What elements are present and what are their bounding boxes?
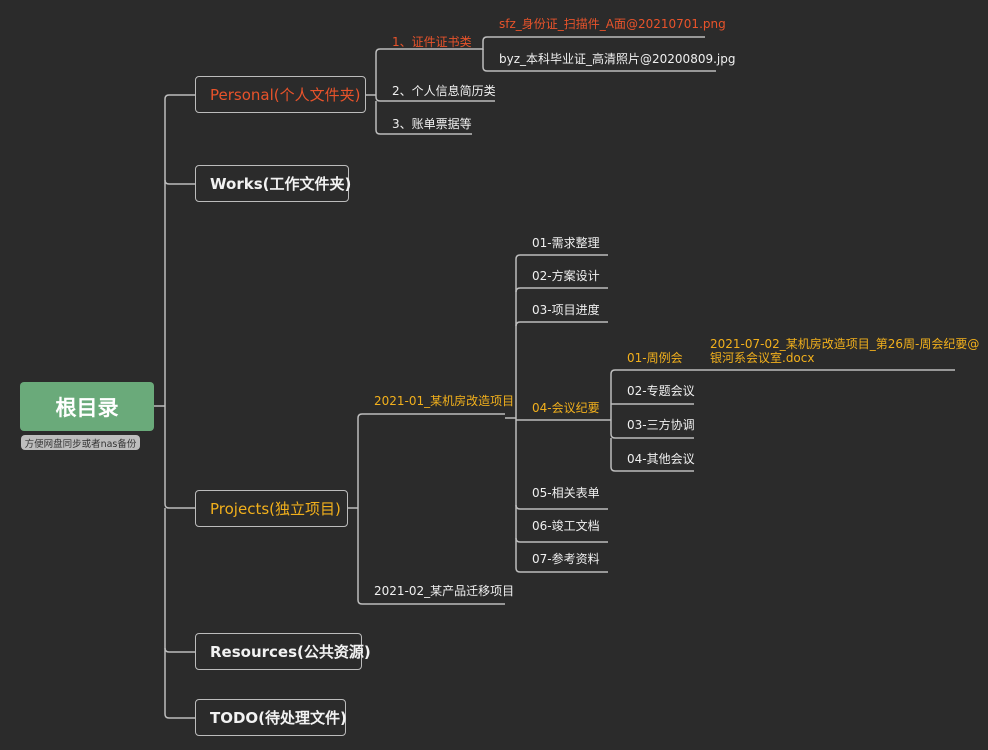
node-references[interactable]: 07-参考资料	[532, 552, 600, 566]
node-idcard-file[interactable]: sfz_身份证_扫描件_A面@20210701.png	[499, 17, 726, 31]
node-weekly-meeting[interactable]: 01-周例会	[627, 351, 683, 365]
node-topic-meeting[interactable]: 02-专题会议	[627, 384, 695, 398]
branch-projects[interactable]: Projects(独立项目)	[195, 490, 348, 527]
node-resume[interactable]: 2、个人信息简历类	[392, 84, 496, 98]
node-requirements[interactable]: 01-需求整理	[532, 236, 600, 250]
branch-todo[interactable]: TODO(待处理文件)	[195, 699, 347, 736]
node-forms[interactable]: 05-相关表单	[532, 486, 600, 500]
node-diploma-file[interactable]: byz_本科毕业证_高清照片@20200809.jpg	[499, 52, 736, 66]
root-note: 方便网盘同步或者nas备份	[21, 435, 140, 450]
branch-resources[interactable]: Resources(公共资源)	[195, 633, 371, 670]
node-progress[interactable]: 03-项目进度	[532, 303, 600, 317]
branch-personal[interactable]: Personal(个人文件夹)	[195, 76, 366, 113]
node-project-2021-02[interactable]: 2021-02_某产品迁移项目	[374, 584, 515, 598]
node-project-2021-01[interactable]: 2021-01_某机房改造项目	[374, 394, 515, 408]
node-completion-docs[interactable]: 06-竣工文档	[532, 519, 600, 533]
node-tripartite-meeting[interactable]: 03-三方协调	[627, 418, 695, 432]
node-meetings[interactable]: 04-会议纪要	[532, 401, 600, 415]
node-weekly-file-line1[interactable]: 2021-07-02_某机房改造项目_第26周-周会纪要@	[710, 337, 980, 351]
node-other-meeting[interactable]: 04-其他会议	[627, 452, 695, 466]
root-node[interactable]: 根目录	[20, 382, 154, 431]
node-weekly-file-line2[interactable]: 银河系会议室.docx	[710, 351, 815, 365]
node-bills[interactable]: 3、账单票据等	[392, 117, 472, 131]
node-design[interactable]: 02-方案设计	[532, 269, 600, 283]
node-certs[interactable]: 1、证件证书类	[392, 35, 472, 49]
branch-works[interactable]: Works(工作文件夹)	[195, 165, 351, 202]
